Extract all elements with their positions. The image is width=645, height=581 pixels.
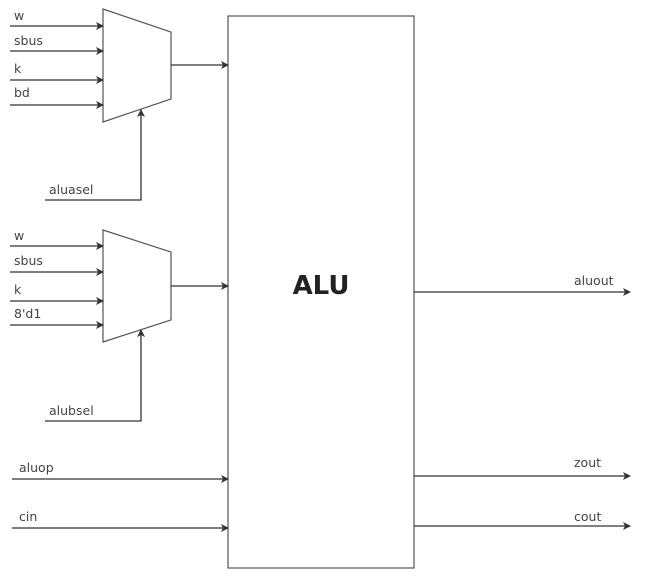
alu-block: [227, 15, 415, 569]
mux-a-input-label-3: bd: [14, 85, 30, 100]
mux-a-input-label-0: w: [14, 8, 24, 23]
mux-a-select-wire: [45, 109, 145, 201]
mux-a-input-label-2: k: [14, 61, 22, 76]
aluout-label: aluout: [574, 273, 614, 288]
mux-a-select-label: aluasel: [49, 182, 93, 197]
alu-label: ALU: [293, 271, 350, 301]
cout-label: cout: [574, 509, 601, 524]
mux-b-input-label-0: w: [14, 228, 24, 243]
mux-b-input-label-1: sbus: [14, 253, 43, 268]
aluop-label: aluop: [19, 460, 54, 475]
zout-label: zout: [574, 455, 601, 470]
mux-b-input-label-2: k: [14, 282, 22, 297]
cin-label: cin: [19, 509, 37, 524]
mux-a-input-label-1: sbus: [14, 33, 43, 48]
mux-b-input-label-3: 8'd1: [14, 306, 41, 321]
mux-b-select-label: alubsel: [49, 403, 94, 418]
mux-b: [102, 229, 172, 343]
mux-a: [102, 8, 172, 123]
mux-b-select-wire: [45, 329, 145, 422]
